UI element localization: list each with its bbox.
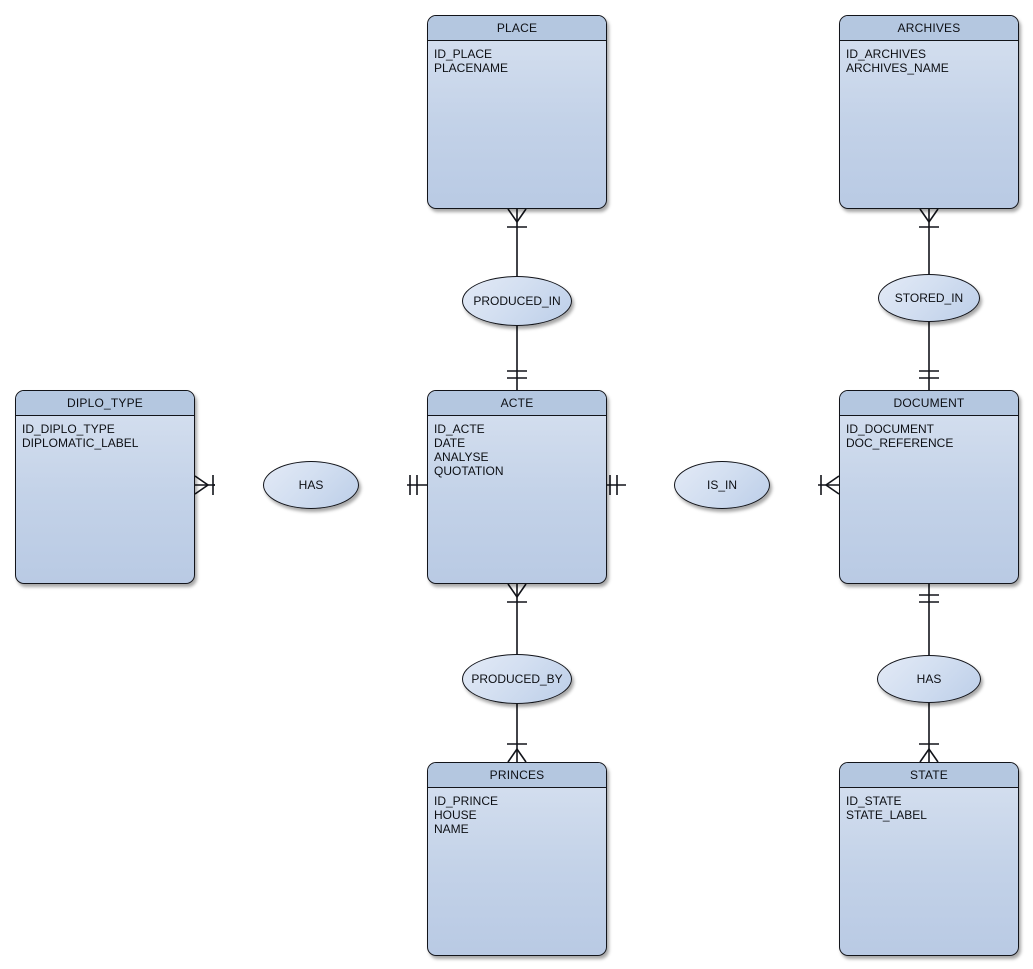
- attribute: DOC_REFERENCE: [846, 436, 954, 450]
- attribute: HOUSE: [434, 808, 477, 822]
- relationship-produced-in-label: PRODUCED_IN: [473, 294, 561, 308]
- attribute: ID_PRINCE: [434, 794, 499, 808]
- relationship-has-diplo-type[interactable]: HAS: [263, 461, 359, 509]
- attribute: STATE_LABEL: [846, 808, 927, 822]
- attribute: ID_STATE: [846, 794, 902, 808]
- crowsfoot-princes: [507, 747, 527, 763]
- entity-diplo-type[interactable]: DIPLO_TYPE ID_DIPLO_TYPE DIPLOMATIC_LABE…: [15, 390, 195, 584]
- attribute: ARCHIVES_NAME: [846, 61, 949, 75]
- attribute: ID_DOCUMENT: [846, 422, 935, 436]
- entity-document-title: DOCUMENT: [840, 391, 1018, 416]
- entity-princes[interactable]: PRINCES ID_PRINCE HOUSE NAME: [427, 762, 607, 956]
- entity-document-attributes: ID_DOCUMENT DOC_REFERENCE: [840, 416, 1018, 450]
- crowsfoot-archives: [919, 208, 939, 224]
- crowsfoot-acte-bottom: [507, 583, 527, 599]
- attribute: ID_ARCHIVES: [846, 47, 927, 61]
- relationship-is-in[interactable]: IS_IN: [674, 461, 770, 509]
- entity-place-title: PLACE: [428, 16, 606, 41]
- relationship-produced-by[interactable]: PRODUCED_BY: [462, 654, 572, 704]
- attribute: PLACENAME: [434, 61, 509, 75]
- attribute: ANALYSE: [434, 450, 489, 464]
- attribute: DATE: [434, 436, 466, 450]
- entity-acte-attributes: ID_ACTE DATE ANALYSE QUOTATION: [428, 416, 606, 478]
- relationship-is-in-label: IS_IN: [706, 478, 737, 492]
- relationship-produced-by-label: PRODUCED_BY: [471, 672, 563, 686]
- crowsfoot-diplotype: [194, 475, 210, 495]
- entity-archives-title: ARCHIVES: [840, 16, 1018, 41]
- relationship-has-state-label: HAS: [916, 672, 942, 686]
- crowsfoot-place: [507, 208, 527, 224]
- entity-archives-attributes: ID_ARCHIVES ARCHIVES_NAME: [840, 41, 1018, 75]
- crowsfoot-document: [824, 475, 840, 495]
- relationship-stored-in[interactable]: STORED_IN: [878, 274, 980, 322]
- relationship-has-state[interactable]: HAS: [877, 655, 981, 703]
- relationship-produced-in[interactable]: PRODUCED_IN: [462, 276, 572, 326]
- entity-princes-attributes: ID_PRINCE HOUSE NAME: [428, 788, 606, 836]
- attribute: QUOTATION: [434, 464, 504, 478]
- attribute: ID_PLACE: [434, 47, 493, 61]
- entity-state-attributes: ID_STATE STATE_LABEL: [840, 788, 1018, 822]
- entity-state[interactable]: STATE ID_STATE STATE_LABEL: [839, 762, 1019, 956]
- entity-diplo-type-attributes: ID_DIPLO_TYPE DIPLOMATIC_LABEL: [16, 416, 194, 450]
- entity-acte[interactable]: ACTE ID_ACTE DATE ANALYSE QUOTATION: [427, 390, 607, 584]
- entity-acte-title: ACTE: [428, 391, 606, 416]
- entity-place-attributes: ID_PLACE PLACENAME: [428, 41, 606, 75]
- crowsfoot-state: [919, 747, 939, 763]
- attribute: ID_ACTE: [434, 422, 485, 436]
- attribute: ID_DIPLO_TYPE: [22, 422, 115, 436]
- entity-archives[interactable]: ARCHIVES ID_ARCHIVES ARCHIVES_NAME: [839, 15, 1019, 209]
- attribute: NAME: [434, 822, 469, 836]
- entity-diplo-type-title: DIPLO_TYPE: [16, 391, 194, 416]
- attribute: DIPLOMATIC_LABEL: [22, 436, 139, 450]
- entity-place[interactable]: PLACE ID_PLACE PLACENAME: [427, 15, 607, 209]
- relationship-has-diplo-type-label: HAS: [298, 478, 324, 492]
- entity-princes-title: PRINCES: [428, 763, 606, 788]
- entity-state-title: STATE: [840, 763, 1018, 788]
- relationship-stored-in-label: STORED_IN: [894, 291, 964, 305]
- entity-document[interactable]: DOCUMENT ID_DOCUMENT DOC_REFERENCE: [839, 390, 1019, 584]
